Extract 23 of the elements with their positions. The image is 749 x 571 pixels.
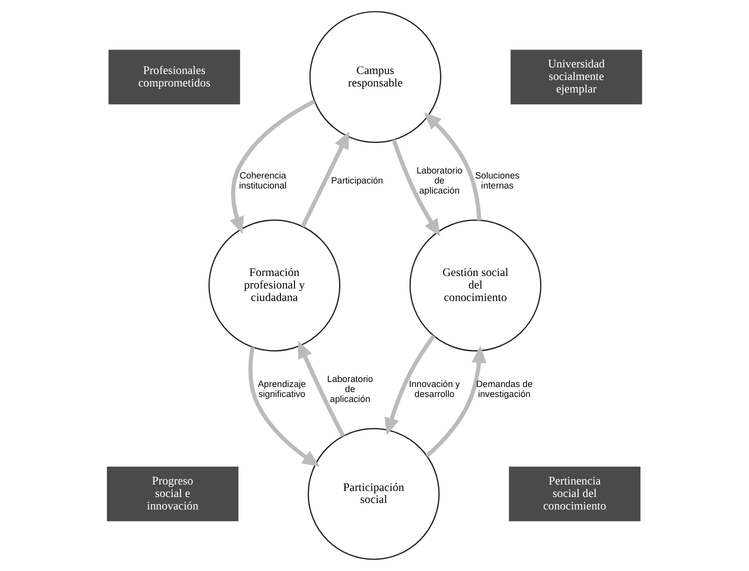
node-box: Universidad socialmente ejemplar — [510, 50, 642, 104]
node-box: Pertinencia social del conocimiento — [508, 466, 640, 522]
edge-label: Participación — [331, 176, 384, 186]
arrow — [298, 340, 345, 437]
arrow — [384, 334, 436, 436]
arrow — [424, 112, 482, 220]
edge-label: Laboratorio de aplicación — [416, 166, 462, 196]
arrow — [426, 346, 487, 458]
arrow — [300, 131, 350, 228]
node-box: Progreso social e innovación — [106, 466, 238, 522]
edge-label: Innovación y desarrollo — [408, 379, 460, 400]
edge-label: Laboratorio de aplicación — [327, 374, 374, 404]
node-circle: Participación social — [308, 428, 440, 560]
node-circle: Gestión social del conocimiento — [409, 220, 542, 352]
edge-label: Demandas de investigación — [476, 379, 533, 400]
arrow — [248, 346, 320, 467]
node-box: Profesionales comprometidos — [108, 50, 240, 104]
edge-label: Aprendizaje significativo — [258, 379, 306, 400]
edge-label: Soluciones internas — [475, 170, 520, 191]
edge-label: Coherencia institucional — [239, 170, 287, 191]
arrow — [230, 99, 316, 234]
arrow — [392, 139, 440, 236]
node-circle: Formación profesional y ciudadana — [208, 220, 340, 352]
